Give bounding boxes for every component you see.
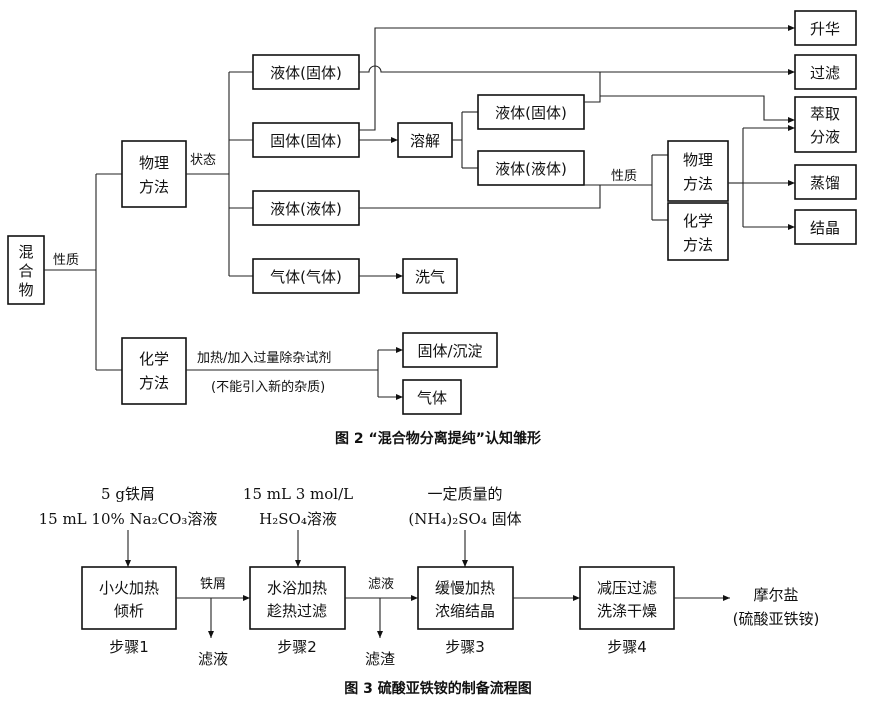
mixture-char: 物 (18, 281, 33, 299)
step2-text: 趁热过滤 (267, 602, 327, 620)
result-extraction-box (794, 96, 857, 153)
step1-box (81, 566, 177, 630)
mixture-char: 合 (18, 262, 33, 280)
arrow-label-filtrate: 滤液 (368, 577, 394, 592)
product-line: 摩尔盐 (753, 586, 798, 604)
chem-label-1: 加热/加入过量除杂试剂 (197, 351, 331, 366)
result-label: 分液 (810, 128, 840, 146)
product-line: (硫酸亚铁铵) (733, 610, 820, 628)
result-label: 萃取 (810, 105, 840, 123)
step3-label: 步骤3 (445, 638, 485, 656)
physical-method2-line: 物理 (683, 151, 713, 169)
result-filter-box (794, 54, 857, 90)
step2-input-line: 15 mL 3 mol/L (243, 485, 353, 503)
dissolved-label: 液体(液体) (495, 160, 567, 178)
state-box-gas-gas (252, 258, 360, 294)
dissolve-label: 溶解 (410, 132, 440, 150)
result-label: 蒸馏 (810, 174, 840, 192)
physical-method2-box (667, 140, 729, 202)
state-box-liquid-liquid (252, 190, 360, 226)
result-sublimation-box (794, 10, 857, 46)
step4-box (579, 566, 675, 630)
step2-text: 水浴加热 (267, 579, 327, 597)
chemical-method2-box (667, 202, 729, 261)
step3-text: 浓缩结晶 (435, 602, 495, 620)
connector (584, 72, 601, 103)
result-label: 结晶 (810, 219, 840, 237)
step1-label: 步骤1 (109, 638, 149, 656)
step1-input-line: 5 g铁屑 (101, 485, 155, 503)
step4-text: 洗涤干燥 (597, 602, 657, 620)
chemical-method2-line: 方法 (683, 236, 713, 254)
chem-result-label: 气体 (417, 389, 447, 407)
result-label: 升华 (810, 20, 840, 38)
physical-method-box (121, 140, 187, 208)
state-box-liquid-solid (252, 54, 360, 90)
arrow-label-iron-filings: 铁屑 (200, 577, 226, 592)
dissolved-box-liquid-liquid (477, 150, 585, 186)
step4-label: 步骤4 (607, 638, 647, 656)
mixture-box (7, 235, 45, 305)
connector (359, 185, 601, 209)
dissolve-box (397, 122, 453, 158)
wash-gas-label: 洗气 (415, 268, 445, 286)
label-property2: 性质 (611, 169, 637, 184)
dissolved-label: 液体(固体) (495, 104, 567, 122)
step1-input-line: 15 mL 10% Na₂CO₃溶液 (39, 510, 218, 528)
state-label: 液体(固体) (270, 64, 342, 82)
fig3-caption: 图 3 硫酸亚铁铵的制备流程图 (344, 680, 532, 697)
state-box-solid-solid (252, 122, 360, 158)
output-residue: 滤渣 (365, 650, 395, 668)
step3-input-line: (NH₄)₂SO₄ 固体 (408, 510, 521, 528)
state-label: 固体(固体) (270, 132, 342, 150)
physical-method2-line: 方法 (683, 175, 713, 193)
fig2-caption: 图 2 “混合物分离提纯”认知雏形 (335, 430, 541, 447)
label-property: 性质 (53, 253, 79, 268)
arrow-to-extraction (600, 95, 795, 123)
physical-method-line: 物理 (139, 154, 169, 172)
result-crystallization-box (794, 209, 857, 245)
chemical-method-line: 化学 (139, 350, 169, 368)
dissolved-box-liquid-solid (477, 94, 585, 130)
state-label: 气体(气体) (270, 268, 342, 286)
physical-method-line: 方法 (139, 178, 169, 196)
step1-text: 小火加热 (99, 579, 159, 597)
step3-text: 缓慢加热 (435, 579, 495, 597)
arrow-step1-output (194, 597, 214, 638)
arrow-to-sublimation (359, 25, 795, 131)
chemical-method2-line: 化学 (683, 212, 713, 230)
result-distillation-box (794, 164, 857, 200)
result-label: 过滤 (810, 64, 840, 82)
step2-input-line: H₂SO₄溶液 (259, 510, 337, 528)
step4-text: 减压过滤 (597, 579, 657, 597)
step2-label: 步骤2 (277, 638, 317, 656)
state-label: 液体(液体) (270, 200, 342, 218)
gas-box (402, 379, 462, 415)
step2-box (249, 566, 346, 630)
wash-gas-box (402, 258, 458, 294)
chemical-method-box (121, 337, 187, 405)
fig2-diagram: 混 合 物 性质 物理 方法 状态 液体(固体) 固体(固体) 液体(液体) 气… (7, 10, 857, 447)
arrow-step2-output (362, 597, 383, 638)
arrow-to-filter (359, 65, 795, 75)
label-state: 状态 (190, 153, 216, 168)
chem-result-label: 固体/沉淀 (417, 342, 482, 360)
step3-input-line: 一定质量的 (427, 485, 502, 503)
output-filtrate: 滤液 (198, 650, 228, 668)
solid-precipitate-box (402, 332, 498, 368)
mixture-char: 混 (18, 243, 33, 261)
fig3-diagram: 5 g铁屑 15 mL 10% Na₂CO₃溶液 15 mL 3 mol/L H… (39, 485, 820, 697)
step1-text: 倾析 (114, 602, 144, 620)
chem-label-2: (不能引入新的杂质) (211, 379, 325, 395)
chemical-method-line: 方法 (139, 374, 169, 392)
